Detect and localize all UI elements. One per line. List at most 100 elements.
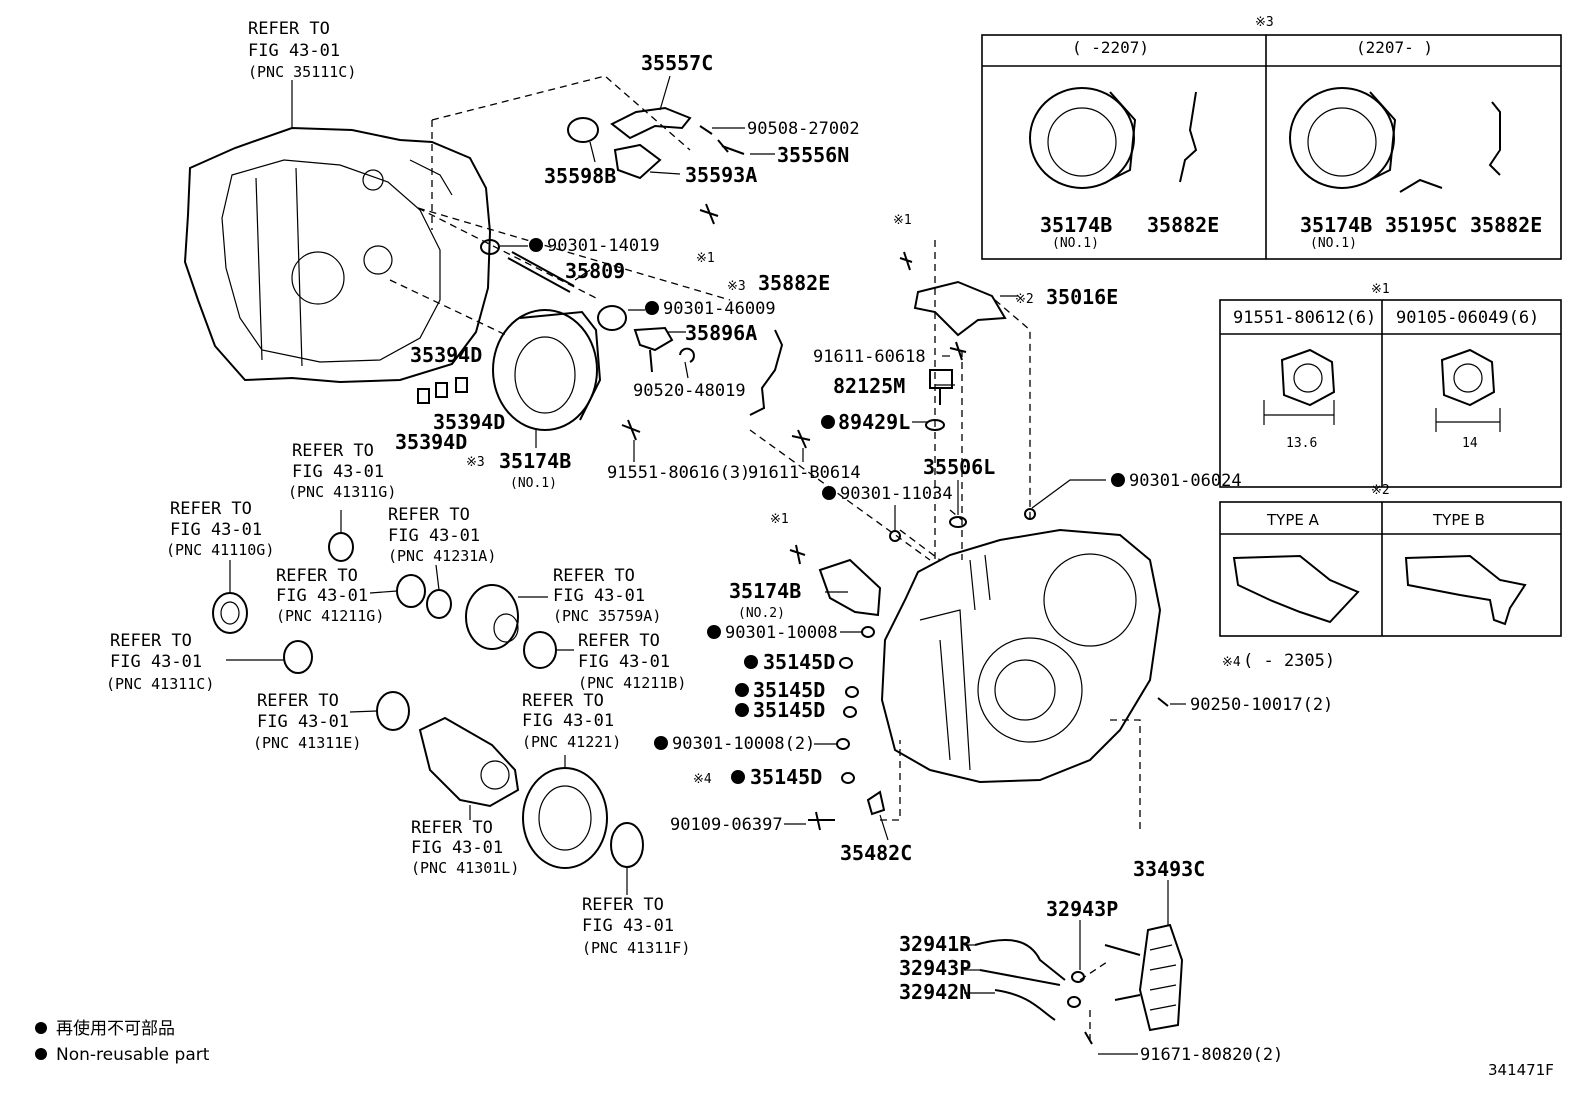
legend: 再使用不可部品 Non-reusable part <box>35 1018 210 1065</box>
refer-35759a: REFER TO FIG 43-01 (PNC 35759A) <box>553 566 661 625</box>
refer-pnc: (PNC 41110G) <box>166 541 274 559</box>
refer-41311e: REFER TO FIG 43-01 (PNC 41311E) <box>253 691 361 752</box>
refer-pnc: (PNC 41301L) <box>411 859 519 877</box>
note1-mark: ※1 <box>893 213 912 228</box>
box2-labels: ※2 TYPE A TYPE B <box>1266 483 1485 529</box>
variant-box-note3 <box>981 34 1562 260</box>
legend-dot <box>35 1022 47 1034</box>
part-35145d-b: 35145D <box>753 678 825 702</box>
refer-pnc: (PNC 41311C) <box>106 675 214 693</box>
part-33493c: 33493C <box>1133 857 1205 881</box>
non-reusable-dot <box>529 238 543 252</box>
refer-line2: FIG 43-01 <box>582 916 674 936</box>
non-reusable-dot <box>822 486 836 500</box>
refer-41221: REFER TO FIG 43-01 (PNC 41221) <box>522 691 621 751</box>
refer-pnc: (PNC 41211G) <box>276 607 384 625</box>
non-reusable-dot <box>731 770 745 784</box>
note1-mark: ※1 <box>696 251 715 266</box>
part-35593a: 35593A <box>685 163 757 187</box>
refer-line1: REFER TO <box>553 566 635 586</box>
assembly-dashed-lines <box>389 75 1141 1040</box>
refer-pnc: (PNC 35759A) <box>553 607 661 625</box>
note4-text: ( - 2305) <box>1243 651 1335 671</box>
part-35506l: 35506L <box>923 455 995 479</box>
refer-41211g: REFER TO FIG 43-01 (PNC 41211G) <box>276 566 384 625</box>
refer-41311c: REFER TO FIG 43-01 (PNC 41311C) <box>106 631 214 693</box>
note4-label: ※4 ( - 2305) <box>1222 651 1335 671</box>
part-32941r: 32941R <box>899 932 972 956</box>
refer-line2: FIG 43-01 <box>170 520 262 540</box>
refer-41311g: REFER TO FIG 43-01 (PNC 41311G) <box>288 441 396 501</box>
refer-line1: REFER TO <box>292 441 374 461</box>
refer-line2: FIG 43-01 <box>388 526 480 546</box>
part-35174b-no2: 35174B <box>729 579 801 603</box>
refer-line1: REFER TO <box>388 505 470 525</box>
refer-line2: FIG 43-01 <box>411 838 503 858</box>
box3-c2-part-a-sub: (NO.1) <box>1310 236 1357 251</box>
non-reusable-dot <box>735 703 749 717</box>
legend-jp: 再使用不可部品 <box>56 1018 175 1039</box>
variant-box-note1 <box>1219 299 1562 488</box>
box3-labels: ※3 ( -2207) (2207- ) 35174B (NO.1) 35882… <box>1040 15 1542 251</box>
sensor-parts <box>889 251 1036 542</box>
legend-en: Non-reusable part <box>56 1045 210 1065</box>
part-35882e: 35882E <box>758 271 830 295</box>
refer-pnc: (PNC 41221) <box>522 733 621 751</box>
refer-line2: FIG 43-01 <box>257 712 349 732</box>
transmission-case-drawing <box>183 126 492 384</box>
refer-line1: REFER TO <box>522 691 604 711</box>
refer-line2: FIG 43-01 <box>522 711 614 731</box>
refer-line2: FIG 43-01 <box>248 41 340 61</box>
note3-mark: ※3 <box>1255 15 1274 30</box>
part-91551-80616: 91551-80616(3) <box>607 463 750 483</box>
box1-col1-header: 91551-80612(6) <box>1233 308 1376 328</box>
refer-pnc: (PNC 41211B) <box>578 674 686 692</box>
note3-mark: ※3 <box>466 455 485 470</box>
non-reusable-dot <box>1111 473 1125 487</box>
part-35598b: 35598B <box>544 164 616 188</box>
refer-41231a: REFER TO FIG 43-01 (PNC 41231A) <box>388 505 496 565</box>
part-35482c: 35482C <box>840 841 912 865</box>
part-35016e: 35016E <box>1046 285 1118 309</box>
box1-labels: ※1 91551-80612(6) 90105-06049(6) 13.6 14 <box>1233 282 1539 451</box>
part-91671-80820: 91671-80820(2) <box>1140 1045 1283 1065</box>
box1-col2-header: 90105-06049(6) <box>1396 308 1539 328</box>
part-35145d-a: 35145D <box>763 650 835 674</box>
legend-dot <box>35 1048 47 1060</box>
part-35394d-b: 35394D <box>433 410 505 434</box>
part-90508-27002: 90508-27002 <box>747 119 860 139</box>
box3-c2-part-c: 35882E <box>1470 213 1542 237</box>
part-35394d-c: 35394D <box>395 430 467 454</box>
box3-c1-part-a-sub: (NO.1) <box>1052 236 1099 251</box>
part-32942n: 32942N <box>899 980 971 1004</box>
part-35145d-d: 35145D <box>750 765 822 789</box>
part-32943p-a: 32943P <box>1046 897 1118 921</box>
refer-line2: FIG 43-01 <box>578 652 670 672</box>
transaxle-housing-drawing <box>789 528 1169 831</box>
part-35394d-a: 35394D <box>410 343 482 367</box>
part-91611-b0614: 91611-B0614 <box>748 463 861 483</box>
non-reusable-dot <box>645 301 659 315</box>
part-90301-14019: 90301-14019 <box>547 236 660 256</box>
diagram-id: 341471F <box>1488 1061 1554 1079</box>
refer-pnc: (PNC 41311G) <box>288 483 396 501</box>
refer-line1: REFER TO <box>248 19 330 39</box>
part-35174b-no1: 35174B <box>499 449 571 473</box>
part-82125m: 82125M <box>833 374 905 398</box>
refer-41311f: REFER TO FIG 43-01 (PNC 41311F) <box>582 895 690 957</box>
note2-mark: ※2 <box>1371 483 1390 498</box>
refer-line1: REFER TO <box>578 631 660 651</box>
refer-35111c: REFER TO FIG 43-01 (PNC 35111C) <box>248 19 356 81</box>
note3-mark: ※3 <box>727 279 746 294</box>
refer-pnc: (PNC 41311F) <box>582 939 690 957</box>
refer-line2: FIG 43-01 <box>292 462 384 482</box>
shift-parts <box>417 106 811 449</box>
refer-pnc: (PNC 41231A) <box>388 547 496 565</box>
part-35174b-no2-sub: (NO.2) <box>738 606 785 621</box>
refer-41301l: REFER TO FIG 43-01 (PNC 41301L) <box>411 818 519 877</box>
refer-pnc: (PNC 35111C) <box>248 63 356 81</box>
note2-mark: ※2 <box>1015 292 1034 307</box>
refer-41110g: REFER TO FIG 43-01 (PNC 41110G) <box>166 499 274 559</box>
part-35145d-c: 35145D <box>753 698 825 722</box>
